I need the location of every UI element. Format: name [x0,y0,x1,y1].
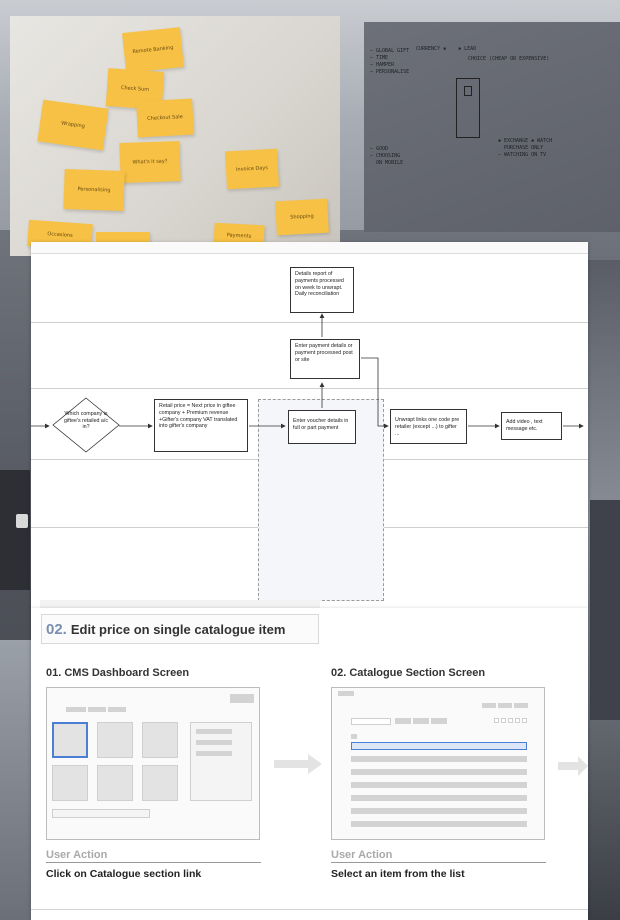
wireframe-filter[interactable] [413,718,429,724]
decision-text: Which company is giftee's retailed a/c i… [64,411,108,431]
wireframe-sidebar-panel [190,722,252,801]
wireframe-nav-item [66,707,86,712]
sketch-notes: CHOICE (CHEAP OR EXPENSIVE) [468,56,550,62]
wireframe-nav-item [108,707,126,712]
user-action-text: Click on Catalogue section link [46,868,202,880]
wireframe-checkbox[interactable] [351,734,357,739]
flow-diagram-panel: Details report of payments processed on … [31,242,588,608]
catalogue-row[interactable] [351,769,527,775]
left-dark-edge [0,470,30,590]
wireframe-line [196,751,232,756]
catalogue-row[interactable] [351,795,527,801]
wireframe-pager[interactable] [508,718,513,723]
wireframe-footer-bar [52,809,150,818]
user-action-text: Select an item from the list [331,868,465,880]
sketch-notes: CURRENCY ✱ ✱ LEAD [416,46,477,52]
wireframe-header-button [482,703,496,708]
wireframe-filter[interactable] [431,718,447,724]
dashboard-tile[interactable] [97,722,133,758]
sticky-note: Remote Banking [122,27,184,73]
door-handle [16,514,28,528]
dashboard-tile[interactable] [142,765,178,801]
diamond-shape [52,397,120,453]
step-title: 02. Catalogue Section Screen [331,667,486,679]
sticky-note: Checkout Sale [136,98,194,138]
wireframe-header-button [498,703,512,708]
section-number: 02. [46,620,67,638]
retail-price-box: Retail price = Next price in giftee comp… [154,399,248,452]
dashboard-tile[interactable] [97,765,133,801]
wireframe-header-button [230,694,254,703]
enter-payment-box: Enter payment details or payment process… [290,339,360,379]
user-action-label: User Action [331,849,393,861]
catalogue-row[interactable] [351,756,527,762]
decision-diamond: Which company is giftee's retailed a/c i… [51,397,121,453]
wireflow-panel: 02. Edit price on single catalogue item … [31,608,588,920]
sticky-note: Invoice Days [225,148,279,190]
wireframe-header-button [514,703,528,708]
user-action-label: User Action [46,849,108,861]
catalogue-row-selected[interactable] [351,742,527,750]
user-action-rule [331,862,546,863]
catalogue-row[interactable] [351,821,527,827]
sketch-drawing [456,78,480,138]
swimlane-divider [31,322,588,323]
section-heading: 02. Edit price on single catalogue item [41,614,319,644]
wireframe-search-field[interactable] [351,718,391,725]
dashboard-tile[interactable] [142,722,178,758]
wireframe-line [196,729,232,734]
sticky-note: Wrapping [37,99,109,151]
sticky-note: Personalising [63,168,125,212]
catalogue-row[interactable] [351,782,527,788]
next-step-arrow-icon [558,756,588,776]
wireframe-pager[interactable] [522,718,527,723]
wireframe-logo [338,691,354,696]
wireframe-nav-item [88,707,106,712]
sketch-notes: – GLOBAL GIFT– TIME– HAMPER– PERSONALISE [370,48,410,75]
section-title: Edit price on single catalogue item [70,621,286,637]
dashboard-tile[interactable] [52,765,88,801]
wireframe-pager[interactable] [494,718,499,723]
highlighted-column [258,399,384,601]
sketch-drawing [464,86,472,96]
wireframe-pager[interactable] [515,718,520,723]
wireframe-pager[interactable] [501,718,506,723]
sticky-note: Shopping [275,198,329,236]
wireframe-line [196,740,232,745]
add-video-box: Add video , text message etc. [501,412,562,440]
catalogue-tile-selected[interactable] [52,722,88,758]
catalogue-row[interactable] [351,808,527,814]
enter-voucher-box: Enter voucher details in full or part pa… [288,410,356,444]
sketch-paper: – GLOBAL GIFT– TIME– HAMPER– PERSONALISE… [364,22,620,232]
unwrapt-links-box: Unwrapt links one code pre retailer (exc… [390,409,467,444]
sketch-notes: – GOOD– CHOOSING ON MOBILE [370,146,404,166]
panel-bottom-divider [31,909,588,910]
user-action-rule [46,862,261,863]
sticky-note: What's it say? [119,140,181,184]
sketch-notes: ✱ EXCHANGE ✱ WATCH PURCHASE ONLY– WATCHI… [498,138,553,158]
wireframe-filter[interactable] [395,718,411,724]
catalogue-section-wireframe [331,687,545,840]
flow-connectors [31,313,584,429]
panel-top-bar [31,242,588,254]
right-paper [590,500,620,720]
swimlane-divider [31,388,588,389]
cms-dashboard-wireframe [46,687,260,840]
details-report-box: Details report of payments processed on … [290,267,354,313]
next-step-arrow-icon [274,754,322,774]
step-title: 01. CMS Dashboard Screen [46,667,190,679]
